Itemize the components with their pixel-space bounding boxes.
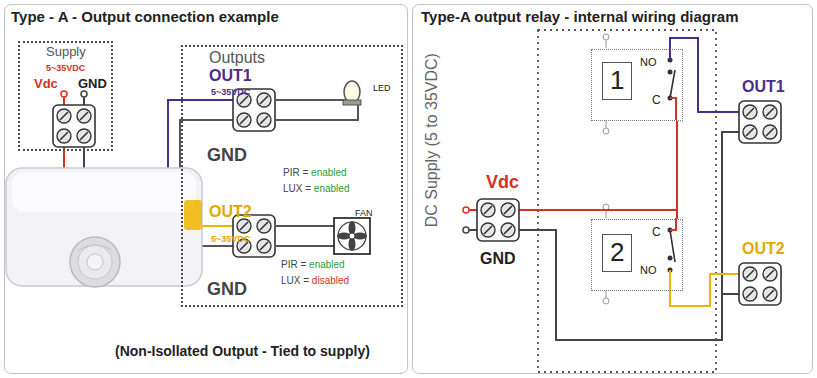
supply-terminal xyxy=(477,199,519,241)
label-text: 5~35VDC xyxy=(211,234,250,244)
supply-wire xyxy=(676,121,678,219)
relay-wires xyxy=(466,38,744,340)
supply-terminal-dots xyxy=(61,91,87,97)
label-text: FAN xyxy=(355,208,373,218)
label-text: 1 xyxy=(602,62,632,100)
label-text: Supply xyxy=(46,45,86,60)
supply-box: Supply 5~35VDC Vdc GND xyxy=(18,41,113,151)
supply-caption: DC Supply (5 to 35VDC) xyxy=(423,53,441,227)
relay-enclosure xyxy=(538,30,716,372)
signal-name: OUT2 xyxy=(742,240,785,258)
label-text: LUX = enabled xyxy=(283,183,349,195)
label-text: PIR = enabled xyxy=(283,167,347,179)
led-icon xyxy=(343,81,361,105)
label-text: Vdc xyxy=(34,77,58,92)
supply-terminal xyxy=(53,105,95,147)
signal-name: OUT1 xyxy=(742,78,785,96)
label-text: NO xyxy=(640,56,657,69)
fan-icon xyxy=(334,218,370,254)
label-text: NO xyxy=(640,264,657,277)
label-text: OUT2 xyxy=(209,203,252,221)
label-text: C xyxy=(652,94,661,108)
label-text: 2 xyxy=(602,234,632,272)
out2-terminal xyxy=(739,263,781,305)
status-word: disabled xyxy=(312,275,349,286)
label-text: GND xyxy=(207,145,247,166)
label-part: PIR = xyxy=(283,167,311,178)
label-part: LUX = xyxy=(281,275,312,286)
outputs-box: OutputsOUT15~35VDCGNDLEDPIR = enabledLUX… xyxy=(181,45,403,307)
relay-box: 2 C NO xyxy=(591,219,683,291)
out1-terminal xyxy=(739,101,781,143)
label-text: LUX = disabled xyxy=(281,275,349,287)
panel: Type - A - Output connection example (Non… xyxy=(4,4,408,374)
status-word: enabled xyxy=(309,259,345,270)
label-text: Type - A - Output connection example xyxy=(11,8,279,25)
label-text: Outputs xyxy=(209,49,265,67)
relay-contacts xyxy=(668,58,676,273)
label-part: LUX = xyxy=(283,183,314,194)
signal-name: GND xyxy=(480,250,516,268)
label-part: PIR = xyxy=(281,259,309,270)
status-word: enabled xyxy=(311,167,347,178)
signal-name: Vdc xyxy=(486,172,519,193)
label-text: 5~35VDC xyxy=(211,87,250,97)
supply-input-dots xyxy=(463,207,469,233)
label-text: (Non-Isollated Output - Tied to supply) xyxy=(115,343,370,359)
status-word: enabled xyxy=(314,183,350,194)
panel: Type-A output relay - internal wiring di… xyxy=(412,4,813,374)
label-text: GND xyxy=(207,279,247,300)
label-text: 5~35VDC xyxy=(46,63,85,73)
label-text: OUT1 xyxy=(209,67,252,85)
relay-box: 1 NO C xyxy=(591,49,683,121)
label-text: PIR = enabled xyxy=(281,259,345,271)
pir-sensor-device xyxy=(6,168,202,287)
label-text: LED xyxy=(373,83,391,93)
label-text: GND xyxy=(78,77,107,92)
label-text: Type-A output relay - internal wiring di… xyxy=(421,8,739,25)
label-text: C xyxy=(652,226,661,240)
